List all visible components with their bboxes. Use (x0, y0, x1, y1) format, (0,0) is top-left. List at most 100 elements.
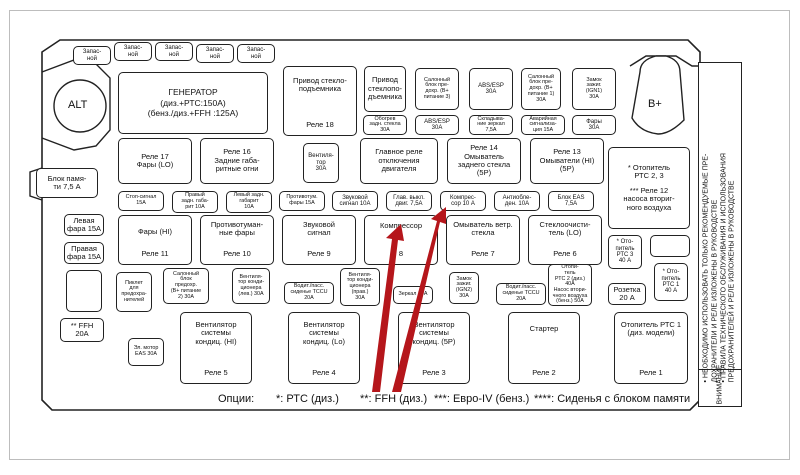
relay-11: Фары (HI) Реле 11 (118, 215, 192, 265)
ac-fan-left-fuse: Вентиля- тор конди- ционера (лев.) 30A (232, 268, 270, 304)
memory-block-fuse: Блок памя- ти 7,5 А (36, 168, 98, 198)
relay-10-name: Противотуман- ные фары (210, 220, 264, 238)
relay-3-num: Реле 3 (422, 367, 446, 377)
generator-line1: (диз.+РТС:150A) (160, 97, 226, 108)
abs-esp-fuse: ABS/ESP 30A (469, 68, 513, 110)
heater-rtc-3-fuse: * Ото- питель РТС 3 40 А (608, 235, 642, 269)
ignition-lock-fuse: Замок зажиг. (IGN1) 30A (572, 68, 616, 110)
warning-title: ВНИМАНИЕ (716, 364, 724, 405)
relay-3-name: Вентилятор системы кондиц. (5P) (412, 320, 456, 346)
ignition-lock-2-fuse: Замок зажиг. (IGN2) 30A (449, 272, 479, 304)
fuse-puller: Пиклет для предохра- нителей (116, 272, 152, 312)
sound-signal-fuse: Звуковой сигнал 10A (332, 191, 378, 211)
heater-rtc-1-fuse: * Ото- питель РТС 1 40 А (654, 263, 688, 301)
generator-line2: (бенз./диз.+FFH :125A) (147, 108, 239, 119)
warning-note: • НЕОБХОДИМО ИСПОЛЬЗОВАТЬ ТОЛЬКО РЕКОМЕН… (698, 62, 742, 407)
hazard-fuse: Аварийная сигнализа- ция 15A (521, 115, 565, 135)
pointer-arrow-compressor-fuse (392, 207, 446, 392)
headlights-30a-fuse: Фары 30A (572, 115, 616, 135)
generator-fuse: ГЕНЕРАТОР (диз.+РТС:150A) (бенз./диз.+FF… (118, 72, 268, 134)
spare-fuse: Запас- ной (237, 44, 275, 63)
warning-line-4: ПРЕДОХРАНИТЕЛЕЙ И РЕЛЕ ИЗЛОЖЕНЫ В РУКОВО… (728, 180, 736, 382)
relay-16: Реле 16 Задние габа- ритные огни (200, 138, 274, 184)
salon-block-b1-fuse: Салонный блок пре- дохр. (B+ питание 1) … (521, 68, 561, 110)
relay-6: Стеклоочисти- тель (LO) Реле 6 (528, 215, 602, 265)
relay-11-num: Реле 11 (141, 248, 169, 258)
page-frame (9, 10, 790, 460)
left-headlight-fuse: Левая фара 15A (64, 214, 104, 236)
relay-9-num: Реле 9 (307, 248, 331, 258)
heater-rtc-2-3-line1: * Отопитель РТС 2, 3 (627, 163, 671, 181)
folding-mirrors-fuse: Складыва- ние зеркал 7,5A (469, 115, 513, 135)
relay-13: Реле 13 Омыватели (HI) (5P) (530, 138, 604, 184)
main-engine-relay: Главное реле отключения двигателя (360, 138, 438, 184)
relay-4-name: Вентилятор системы кондиц. (Lo) (302, 320, 346, 346)
compressor-fuse: Компрес- сор 10 A (440, 191, 486, 211)
relay-2: Стартер Реле 2 (508, 312, 580, 384)
heater-rtc-2-3: * Отопитель РТС 2, 3 *** Реле 12 насоса … (608, 147, 690, 229)
relay-1: Отопитель РТС 1 (диз. модели) Реле 1 (614, 312, 688, 384)
rear-defrost-fuse: Обогрев задн. стекла 30A (363, 115, 407, 135)
abs-esp-fuse-2: ABS/ESP 30A (415, 115, 459, 135)
relay-7-name: Омыватель ветр. стекла (453, 220, 513, 238)
heater-rtc-2-fuse: Отопи- тель РТС 2 (диз.) 40A Насос втори… (548, 264, 592, 306)
relay-17: Реле 17 Фары (LO) (118, 138, 192, 184)
relay-9: Звуковой сигнал Реле 9 (282, 215, 356, 265)
relay-5-name: Вентилятор системы кондиц. (HI) (195, 320, 237, 346)
relay-8-num: 8 (398, 248, 404, 258)
b-plus-label: B+ (648, 98, 662, 110)
relay-9-name: Звуковой сигнал (303, 220, 335, 238)
salon-block-b3-fuse: Салонный блок пре- дохр. (B+ питание 3) (415, 68, 459, 110)
option-rtc: *: РТС (диз.) (276, 393, 339, 405)
option-ffh: **: FFH (диз.) (360, 393, 428, 405)
eas-motor-fuse: Эл. мотор EAS 30A (128, 338, 164, 366)
warning-text: • НЕОБХОДИМО ИСПОЛЬЗОВАТЬ ТОЛЬКО РЕКОМЕН… (703, 47, 738, 382)
option-seats: ****: Сиденья с блоком памяти (534, 393, 691, 405)
warning-line-2: ДОХРАНИТЕЛИ И РЕЛЕ ИЗЛОЖЕНЫ В РУКОВОДСТВ… (711, 199, 719, 382)
window-drive-fuse: Привод стеклопо- дъемника (364, 66, 406, 112)
warning-line-3: • ПРАВИЛА ТЕХНИЧЕСКОГО ОБСЛУЖИВАНИЯ И ИС… (720, 152, 727, 382)
option-euro: ***: Евро-IV (бенз.) (434, 393, 530, 405)
heater-rtc-2-3-line2: *** Реле 12 насоса вториг- ного воздуха (623, 185, 675, 212)
relay-18-name: Привод стекло- подъемника (293, 76, 347, 94)
relay-2-name: Стартер (529, 324, 559, 333)
fog-lights-fuse: Противотум. фары 15A (279, 191, 325, 211)
relay-1-name: Отопитель РТС 1 (диз. модели) (620, 320, 682, 338)
relay-5: Вентилятор системы кондиц. (HI) Реле 5 (180, 312, 252, 384)
main-switch-fuse: Глав. выкл. двиг. 7,5A (386, 191, 432, 211)
anti-icing-fuse: Антиобле- ден. 10A (494, 191, 540, 211)
warning-divider (699, 369, 741, 370)
right-rear-marker-fuse: Правый задн. габа- рит 10A (172, 191, 218, 213)
relay-10: Противотуман- ные фары Реле 10 (200, 215, 274, 265)
driver-seat-2-fuse: Водит./пасс. сиденье ТССU 20A (496, 283, 546, 305)
eas-block-fuse: Блок EAS 7,5A (548, 191, 594, 211)
empty-slot (650, 235, 690, 257)
relay-7: Омыватель ветр. стекла Реле 7 (446, 215, 520, 265)
relay-5-num: Реле 5 (204, 367, 228, 377)
spare-fuse: Запас- ной (114, 42, 152, 61)
options-label: Опции: (218, 393, 255, 405)
relay-18: Привод стекло- подъемника Реле 18 (283, 66, 357, 136)
alt-terminal-circle (53, 79, 107, 133)
relay-11-name: Фары (HI) (137, 227, 172, 236)
relay-4-num: Реле 4 (312, 367, 336, 377)
generator-title: ГЕНЕРАТОР (168, 87, 218, 98)
alt-label: ALT (68, 99, 88, 111)
ffh-fuse: ** FFH 20A (60, 318, 104, 342)
relay-14: Реле 14 Омыватель заднего стекла (5P) (447, 138, 521, 184)
driver-seat-fuse: Водит./пасс. сиденье ТССU 20A (284, 282, 334, 304)
relay-18-num: Реле 18 (306, 119, 334, 129)
pointer-arrow-compressor-relay (372, 224, 404, 392)
salon-block-b2-fuse: Салонный блок предохр. (B+ питание 2) 30… (163, 268, 209, 304)
socket-fuse: Розетка 20 A (608, 283, 646, 305)
right-headlight-fuse: Правая фара 15A (64, 242, 104, 264)
ac-fan-right-fuse: Вентиля- тор конди- ционера (прав.) 30A (340, 268, 380, 306)
relay-6-num: Реле 6 (553, 248, 577, 258)
relay-7-num: Реле 7 (471, 248, 495, 258)
fan-fuse: Вентиля- тор 30A (303, 143, 339, 183)
fan-fuse-amps: 30A (315, 166, 327, 173)
spare-fuse: Запас- ной (155, 42, 193, 61)
left-rear-marker-fuse: Левый задн. габарит 10A (226, 191, 272, 213)
